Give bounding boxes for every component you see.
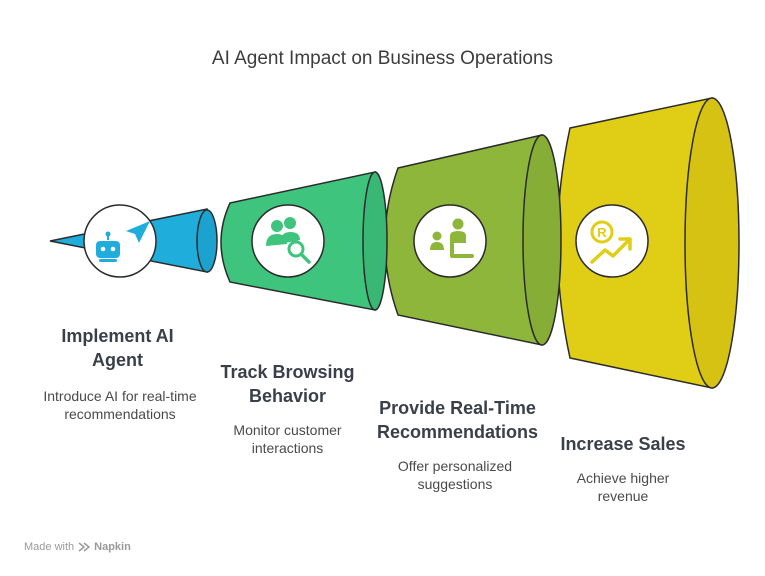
stage-3-title: Provide Real-Time Recommendations xyxy=(376,398,539,442)
stage-3-description: Offer personalized suggestions xyxy=(397,458,513,492)
robot-cursor-icon xyxy=(83,204,157,278)
stage-4-description: Achieve higher revenue xyxy=(576,470,670,504)
users-search-icon xyxy=(251,204,325,278)
presenter-audience-icon xyxy=(413,204,487,278)
svg-text:R: R xyxy=(597,225,607,240)
diagram-title: AI Agent Impact on Business Operations xyxy=(211,48,554,69)
stage-1-title: Implement AI Agent xyxy=(61,326,174,370)
napkin-logo-icon xyxy=(78,542,91,552)
stage-2-description: Monitor customer interactions xyxy=(233,422,342,456)
stage-2-title: Track Browsing Behavior xyxy=(220,362,355,406)
stage-4-title: Increase Sales xyxy=(560,434,686,454)
rupee-growth-icon: R xyxy=(575,204,649,278)
footer-credit: Made with Napkin xyxy=(24,541,131,553)
footer-brand: Napkin xyxy=(94,541,131,553)
footer-made-with: Made with xyxy=(24,541,75,553)
stage-1-description: Introduce AI for real-time recommendatio… xyxy=(43,388,197,422)
